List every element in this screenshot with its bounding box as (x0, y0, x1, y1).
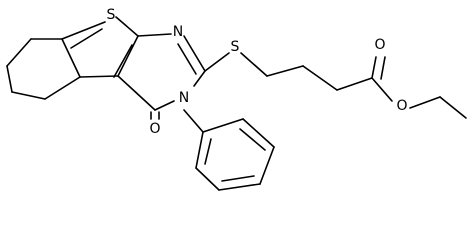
atom-label-oxygen-ester: O (396, 98, 407, 114)
bond (221, 175, 255, 182)
bond (302, 65, 338, 91)
bond (239, 128, 266, 151)
bond (193, 70, 206, 87)
bond (183, 35, 206, 72)
atom-label-nitrogen-bottom: N (179, 90, 189, 106)
bond (371, 77, 393, 102)
bond (204, 52, 230, 72)
bond (336, 77, 373, 91)
bond (204, 138, 212, 165)
bond (113, 44, 133, 78)
bond (154, 100, 175, 111)
atom-label-nitrogen-top: N (173, 24, 183, 40)
bond (117, 75, 156, 111)
bond (218, 183, 261, 191)
structure-diagram: S N S N O O O (6, 7, 467, 191)
bond (115, 16, 139, 37)
atom-label-sulfur-thioether: S (231, 39, 240, 55)
atom-labels: S N S N O O O (107, 7, 408, 137)
bond (44, 76, 81, 100)
bond (177, 43, 197, 75)
bond (6, 65, 13, 93)
atom-label-sulfur-thiophene: S (107, 7, 116, 23)
bond (259, 146, 275, 185)
bond (61, 38, 81, 78)
bond (6, 38, 32, 67)
bond (11, 91, 46, 100)
bond (137, 33, 172, 37)
bond (439, 96, 467, 119)
bond (266, 65, 304, 77)
atom-label-oxygen-ester-carbonyl: O (374, 37, 385, 53)
bond (202, 118, 244, 133)
bond (195, 167, 220, 191)
bond (380, 56, 386, 80)
bond (195, 131, 204, 169)
bond (183, 109, 204, 133)
bond (70, 28, 103, 49)
bonds (6, 16, 467, 191)
bond (61, 21, 106, 40)
bond (242, 118, 275, 148)
bond (240, 52, 268, 77)
atom-label-oxygen-carbonyl: O (149, 121, 160, 137)
bond (117, 35, 139, 77)
bond (79, 75, 119, 78)
bond (409, 96, 441, 109)
bond (371, 56, 377, 79)
